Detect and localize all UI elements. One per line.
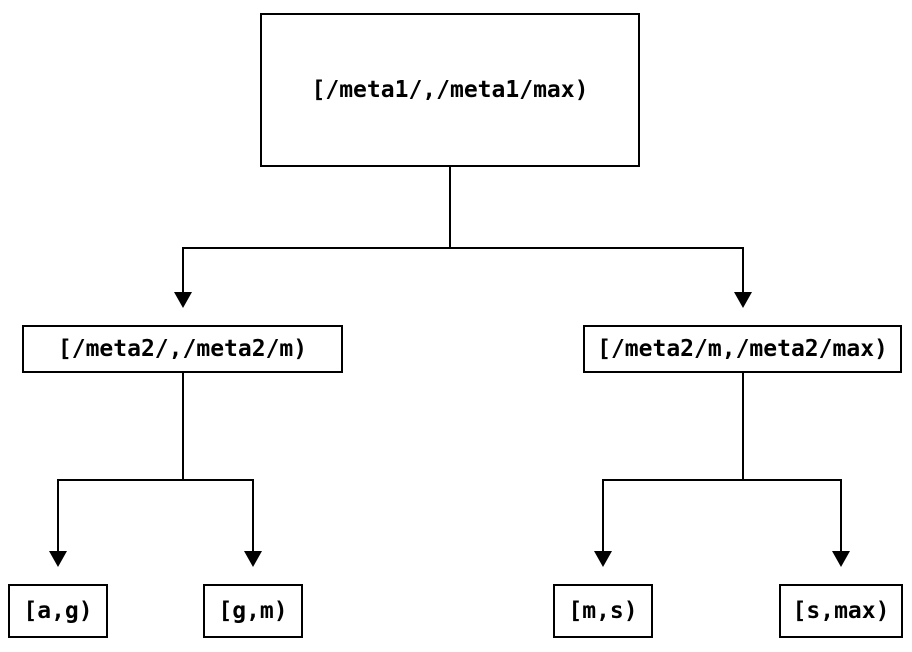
node-meta2-left-range: [/meta2/,/meta2/m)	[22, 325, 343, 373]
connector-drop-leaf-smax	[840, 479, 842, 552]
arrow-down-icon	[244, 551, 262, 567]
arrow-down-icon	[174, 292, 192, 308]
node-label: [/meta2/,/meta2/m)	[57, 336, 308, 362]
node-label: [m,s)	[568, 598, 638, 624]
connector-drop-leaf-ms	[602, 479, 604, 552]
connector-left-subtree-crossbar	[57, 479, 254, 481]
node-root-meta1-range: [/meta1/,/meta1/max)	[260, 13, 640, 167]
connector-right-subtree-crossbar	[602, 479, 842, 481]
node-meta2-right-range: [/meta2/m,/meta2/max)	[583, 325, 902, 373]
connector-root-stem	[449, 167, 451, 248]
connector-drop-meta2-left	[182, 247, 184, 293]
arrow-down-icon	[594, 551, 612, 567]
connector-drop-leaf-ag	[57, 479, 59, 552]
arrow-down-icon	[832, 551, 850, 567]
node-leaf-ms: [m,s)	[553, 584, 653, 638]
connector-drop-meta2-right	[742, 247, 744, 293]
arrow-down-icon	[734, 292, 752, 308]
node-label: [/meta2/m,/meta2/max)	[597, 336, 888, 362]
node-label: [/meta1/,/meta1/max)	[311, 77, 589, 103]
connector-meta2-left-stem	[182, 373, 184, 480]
connector-drop-leaf-gm	[252, 479, 254, 552]
connector-level1-crossbar	[182, 247, 744, 249]
node-label: [g,m)	[218, 598, 288, 624]
node-label: [a,g)	[23, 598, 93, 624]
node-label: [s,max)	[792, 598, 890, 624]
node-leaf-ag: [a,g)	[8, 584, 108, 638]
node-leaf-smax: [s,max)	[779, 584, 903, 638]
arrow-down-icon	[49, 551, 67, 567]
node-leaf-gm: [g,m)	[203, 584, 303, 638]
connector-meta2-right-stem	[742, 373, 744, 480]
